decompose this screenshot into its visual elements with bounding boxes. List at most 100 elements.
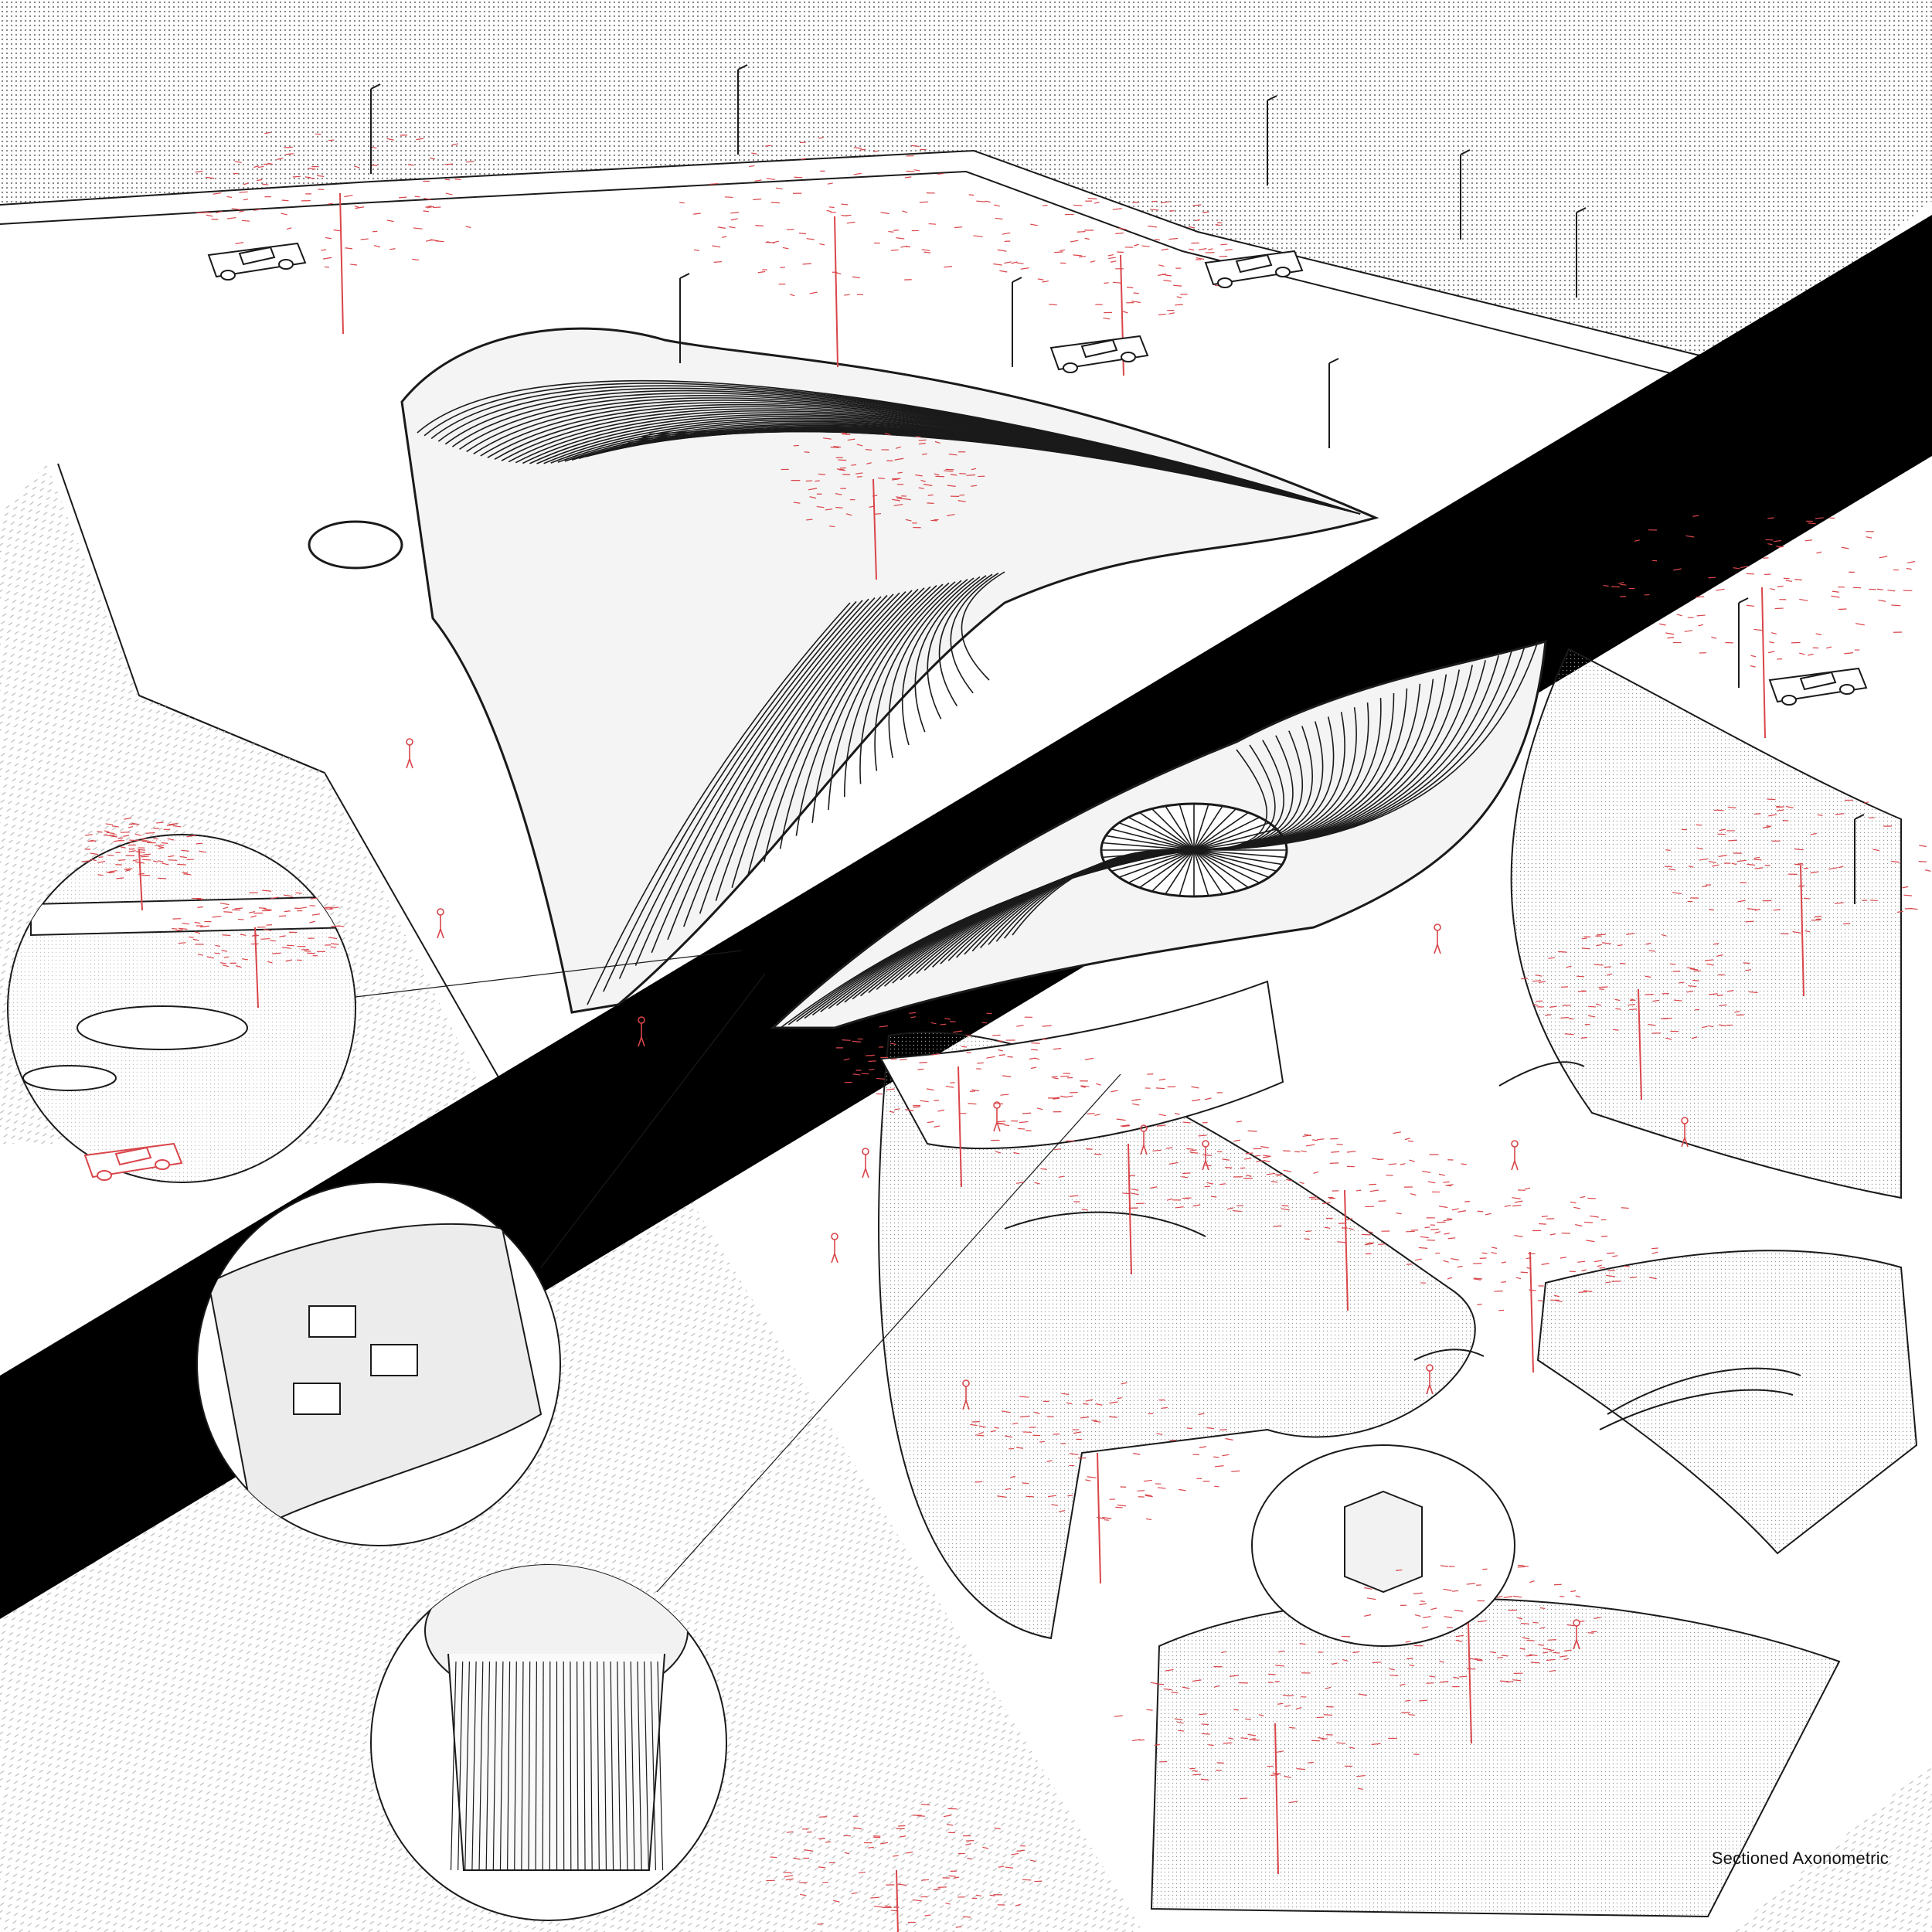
streetlight-icon bbox=[1012, 277, 1022, 367]
oculus-spoke bbox=[1105, 849, 1195, 866]
roof-rib bbox=[859, 581, 956, 784]
oculus-spoke bbox=[1193, 821, 1270, 851]
roof-ribs-upper bbox=[417, 380, 1361, 1005]
stair-rib bbox=[623, 1661, 628, 1871]
stair-rib bbox=[521, 1661, 524, 1871]
roof-rib bbox=[634, 598, 869, 966]
plaza-monument bbox=[1344, 1490, 1423, 1594]
seating-arcs bbox=[1004, 1061, 1801, 1430]
car-icon bbox=[1204, 250, 1304, 288]
stair-core-ribs bbox=[450, 1661, 664, 1871]
detail-leader-lines bbox=[355, 950, 1121, 1593]
person-icon bbox=[862, 1148, 869, 1179]
oculus-spoke bbox=[1193, 849, 1260, 884]
stair-rib bbox=[576, 1661, 579, 1871]
car-icon bbox=[1768, 667, 1868, 706]
oculus-spoke bbox=[1165, 849, 1195, 895]
person-icon bbox=[993, 1101, 1001, 1132]
stair-rib bbox=[485, 1661, 491, 1871]
car-icon bbox=[1049, 335, 1149, 373]
roof-rib bbox=[901, 577, 975, 746]
stair-rib bbox=[457, 1661, 464, 1871]
person-icon bbox=[1434, 923, 1441, 954]
stair-rib bbox=[492, 1661, 497, 1871]
stair-rib bbox=[657, 1661, 664, 1871]
oculus-spoke bbox=[1139, 811, 1195, 851]
oculus-spoke bbox=[1193, 849, 1270, 879]
tree-icon bbox=[1664, 798, 1931, 997]
oculus-spoke bbox=[1102, 849, 1195, 859]
roof-rib bbox=[1193, 641, 1539, 851]
roof-rib bbox=[618, 600, 863, 979]
oculus-spoke bbox=[1118, 821, 1195, 851]
roof-ribs-lower bbox=[780, 641, 1539, 1029]
stair-rib bbox=[478, 1661, 484, 1871]
streetlight-icon bbox=[1738, 597, 1749, 688]
tree-icon bbox=[1603, 515, 1915, 739]
roof-rib bbox=[779, 587, 925, 849]
oculus-spoke bbox=[1128, 816, 1195, 851]
roof-rib bbox=[795, 586, 931, 836]
roof-rib bbox=[651, 597, 876, 954]
roof-rib bbox=[888, 578, 968, 758]
roof-rib bbox=[587, 602, 851, 1005]
person-icon bbox=[638, 1016, 645, 1047]
person-icon bbox=[1511, 1140, 1519, 1171]
oculus-spoke bbox=[1193, 849, 1249, 889]
tree-icon bbox=[195, 131, 474, 335]
roof-rib bbox=[961, 571, 1005, 681]
oculus-spoke bbox=[1193, 805, 1223, 851]
oculus-spoke bbox=[1193, 842, 1286, 851]
car-icon bbox=[83, 1142, 183, 1181]
person-icon bbox=[437, 908, 444, 939]
tree-icon bbox=[81, 817, 206, 911]
stair-rib bbox=[630, 1661, 635, 1871]
streetlight-icon bbox=[679, 273, 690, 363]
stair-rib bbox=[644, 1661, 649, 1871]
canopy-roof-upper bbox=[308, 327, 1379, 1014]
roof-rib bbox=[828, 583, 944, 811]
roof-rib bbox=[874, 580, 962, 771]
stair-rib bbox=[610, 1661, 614, 1871]
stair-rib bbox=[528, 1661, 531, 1871]
oculus-spoke bbox=[1193, 816, 1260, 851]
gallery-interior-detail bbox=[196, 1182, 561, 1546]
oculus-spoke bbox=[1151, 808, 1195, 851]
tree-icon bbox=[970, 1382, 1240, 1584]
stair-core-detail bbox=[370, 1564, 727, 1921]
tree-icon bbox=[1114, 1643, 1428, 1875]
roof-rib bbox=[914, 576, 981, 733]
hatched-ground-bottom-right bbox=[1731, 1762, 1932, 1932]
roof-rib bbox=[811, 585, 937, 823]
stair-rib bbox=[506, 1661, 511, 1871]
oculus-spoke bbox=[1151, 849, 1195, 893]
car-icon-group bbox=[83, 242, 1868, 1181]
car-icon bbox=[207, 242, 307, 281]
drawing-caption: Sectioned Axonometric bbox=[1711, 1849, 1889, 1868]
person-icon bbox=[406, 738, 413, 769]
person-icon bbox=[1573, 1619, 1580, 1650]
tree-icon bbox=[1406, 1187, 1658, 1373]
streetlight-icon bbox=[1460, 149, 1471, 240]
streetlight-icon bbox=[1576, 207, 1587, 298]
roof-rib bbox=[683, 594, 888, 927]
streetlight-icon bbox=[370, 83, 381, 174]
person-icon bbox=[1202, 1140, 1209, 1171]
oculus-spoke bbox=[1193, 808, 1237, 851]
streetlight-icon bbox=[1328, 358, 1339, 448]
person-icon bbox=[1140, 1124, 1148, 1155]
person-icon bbox=[1426, 1364, 1434, 1395]
tree-icon bbox=[679, 137, 1003, 368]
oculus-spoke bbox=[1193, 849, 1283, 866]
roof-rib bbox=[927, 575, 987, 719]
stair-rib bbox=[570, 1661, 572, 1871]
stair-rib bbox=[597, 1661, 600, 1871]
person-icon bbox=[831, 1233, 838, 1264]
oculus-spoke bbox=[1193, 849, 1209, 896]
stair-rib bbox=[450, 1661, 457, 1871]
streetlight-icon bbox=[1267, 95, 1277, 185]
tree-icon bbox=[766, 1804, 1043, 1932]
oculus-spoke bbox=[1128, 849, 1195, 884]
oculus-spoke bbox=[1179, 849, 1195, 896]
